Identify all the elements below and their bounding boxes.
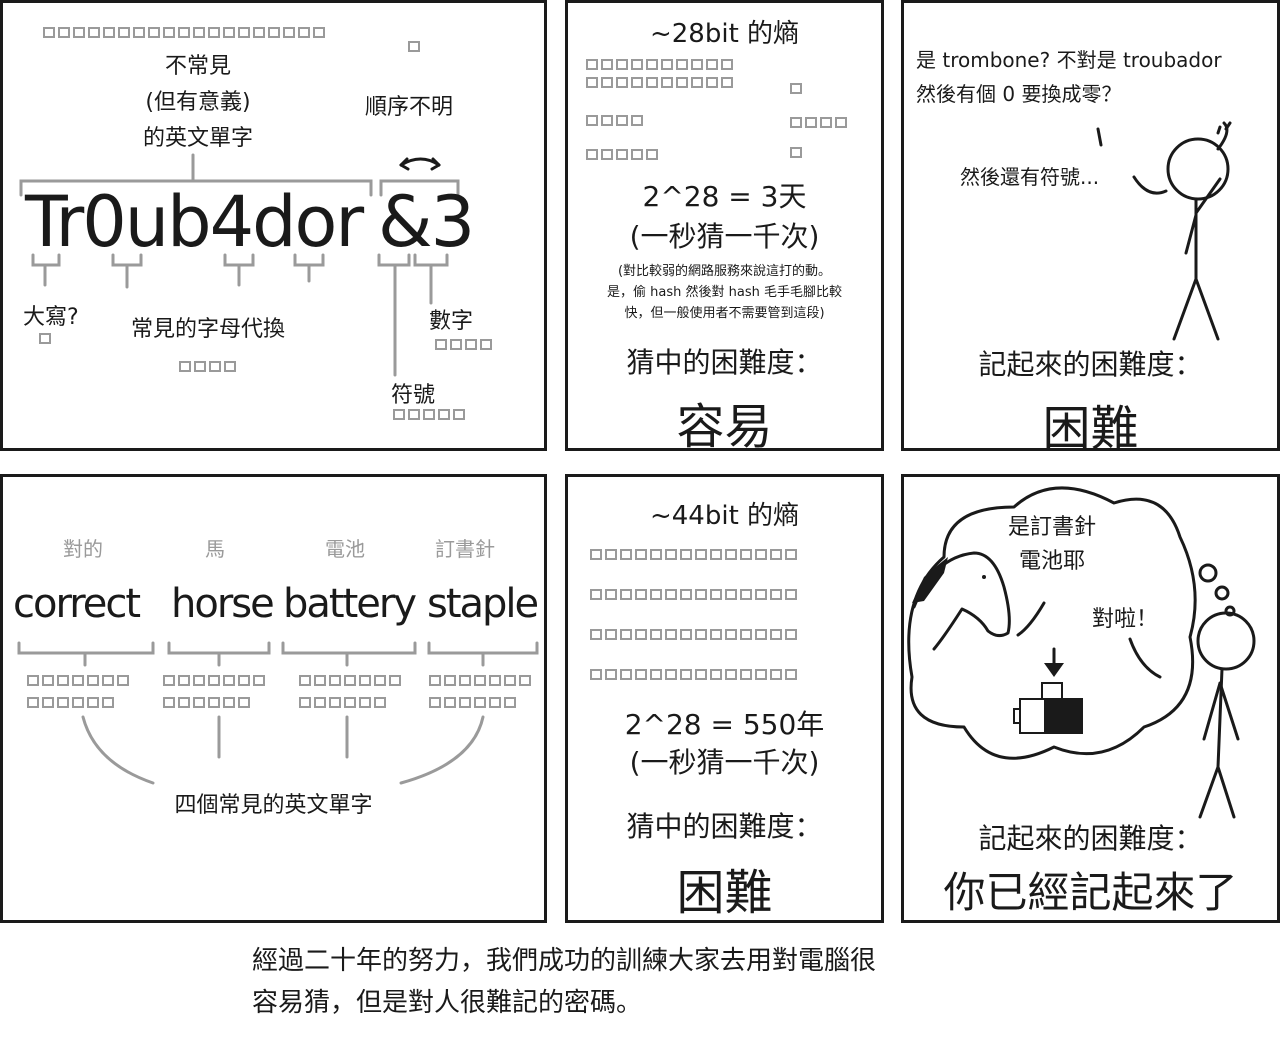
panel-28bit-entropy: ~28bit 的熵 2^28 = 3天 (一秒猜一千次) (對比較弱的網路服務來… [565,0,884,451]
word-battery: battery [283,581,417,627]
placeholder-boxes [590,669,797,680]
placeholder-boxes [590,589,797,600]
hint-correct: 對的 [63,537,103,561]
thought-text: 是 trombone? 不對是 troubador 然後有個 0 要換成零？ [916,48,1222,106]
password-suffix: &3 [378,181,475,263]
guess-calculation: 2^28 = 550年 [624,708,825,741]
label-substitution: 常見的字母代換 [131,317,286,342]
thought-symbols: 然後還有符號... [960,165,1100,189]
placeholder-boxes [39,333,51,344]
hint-staple: 訂書針 [435,537,495,561]
annotation-lines [17,641,539,785]
reply-text: 對啦！ [1092,607,1159,632]
placeholder-boxes [408,41,420,52]
placeholder-boxes [429,697,516,708]
placeholder-boxes [179,361,236,372]
placeholder-boxes [163,675,265,686]
word-horse: horse [171,581,275,627]
placeholder-boxes [590,629,797,640]
horse-icon [912,551,1011,651]
password-troubador: Tr0ub4dor [25,181,364,263]
placeholder-boxes [163,697,250,708]
placeholder-boxes [393,409,465,420]
thought-bubble-scene [907,486,1256,819]
placeholder-boxes [299,675,401,686]
memory-difficulty-label: 記起來的困難度： [978,822,1203,855]
label-digit: 數字 [429,309,474,334]
placeholder-boxes [27,675,129,686]
thought-bubble-text: 是訂書針 電池耶 [1007,515,1096,574]
placeholder-boxes [586,115,643,126]
entropy-label: ~44bit 的熵 [649,501,800,531]
placeholder-boxes [429,675,531,686]
battery-icon [1013,647,1083,734]
guess-difficulty-value: 困難 [676,865,773,921]
label-symbol: 符號 [391,383,436,408]
comic-caption: 經過二十年的努力，我們成功的訓練大家去用對電腦很 容易猜，但是對人很難記的密碼。 [252,946,877,1018]
panel-troubador-password: 不常見 (但有意義) 的英文單字 順序不明 Tr0ub4dor &3 大寫? 常… [0,0,547,451]
panel-correct-horse-battery-staple: 對的 馬 電池 訂書針 correct horse battery staple… [0,474,547,923]
panel-44bit-entropy: ~44bit 的熵 2^28 = 550年 (一秒猜一千次) 猜中的困難度： 困… [565,474,884,923]
memory-difficulty-value: 困難 [1042,401,1139,451]
placeholder-boxes [790,83,802,94]
placeholder-boxes [435,339,492,350]
guess-difficulty-value: 容易 [676,399,773,451]
attack-note: (對比較弱的網路服務來說這打的動。 是，偷 hash 然後對 hash 毛手毛腳… [607,264,842,321]
panel-memory-hard: 是 trombone? 不對是 troubador 然後有個 0 要換成零？ 然… [901,0,1280,451]
stick-figure-confused [1096,121,1232,341]
placeholder-boxes [43,27,325,38]
placeholder-boxes [590,549,797,560]
guess-rate: (一秒猜一千次) [629,746,820,779]
guess-difficulty-label: 猜中的困難度： [626,810,823,843]
guess-rate: (一秒猜一千次) [629,220,820,253]
placeholder-boxes [586,149,658,160]
label-caps: 大寫? [23,305,79,330]
guess-calculation: 2^28 = 3天 [642,180,807,213]
placeholder-boxes [586,77,733,88]
hint-horse: 馬 [205,537,225,561]
entropy-label: ~28bit 的熵 [649,19,800,49]
word-staple: staple [427,581,539,627]
placeholder-boxes [299,697,386,708]
placeholder-boxes [27,697,114,708]
hint-battery: 電池 [325,537,365,561]
label-four-words: 四個常見的英文單字 [174,793,373,818]
word-correct: correct [13,581,141,627]
panel-memory-easy: 是訂書針 電池耶 對啦！ 記起來的困難度： 你已經記起來了 [901,474,1280,923]
guess-difficulty-label: 猜中的困難度： [626,346,823,379]
annotation-lines [19,153,460,377]
placeholder-boxes [790,147,802,158]
placeholder-boxes [586,59,733,70]
memory-difficulty-label: 記起來的困難度： [978,348,1203,381]
placeholder-boxes [790,117,847,128]
memory-difficulty-value: 你已經記起來了 [943,868,1238,917]
stick-figure [1196,611,1256,819]
label-order-unknown: 順序不明 [365,95,454,120]
label-uncommon-word: 不常見 (但有意義) 的英文單字 [142,54,253,151]
